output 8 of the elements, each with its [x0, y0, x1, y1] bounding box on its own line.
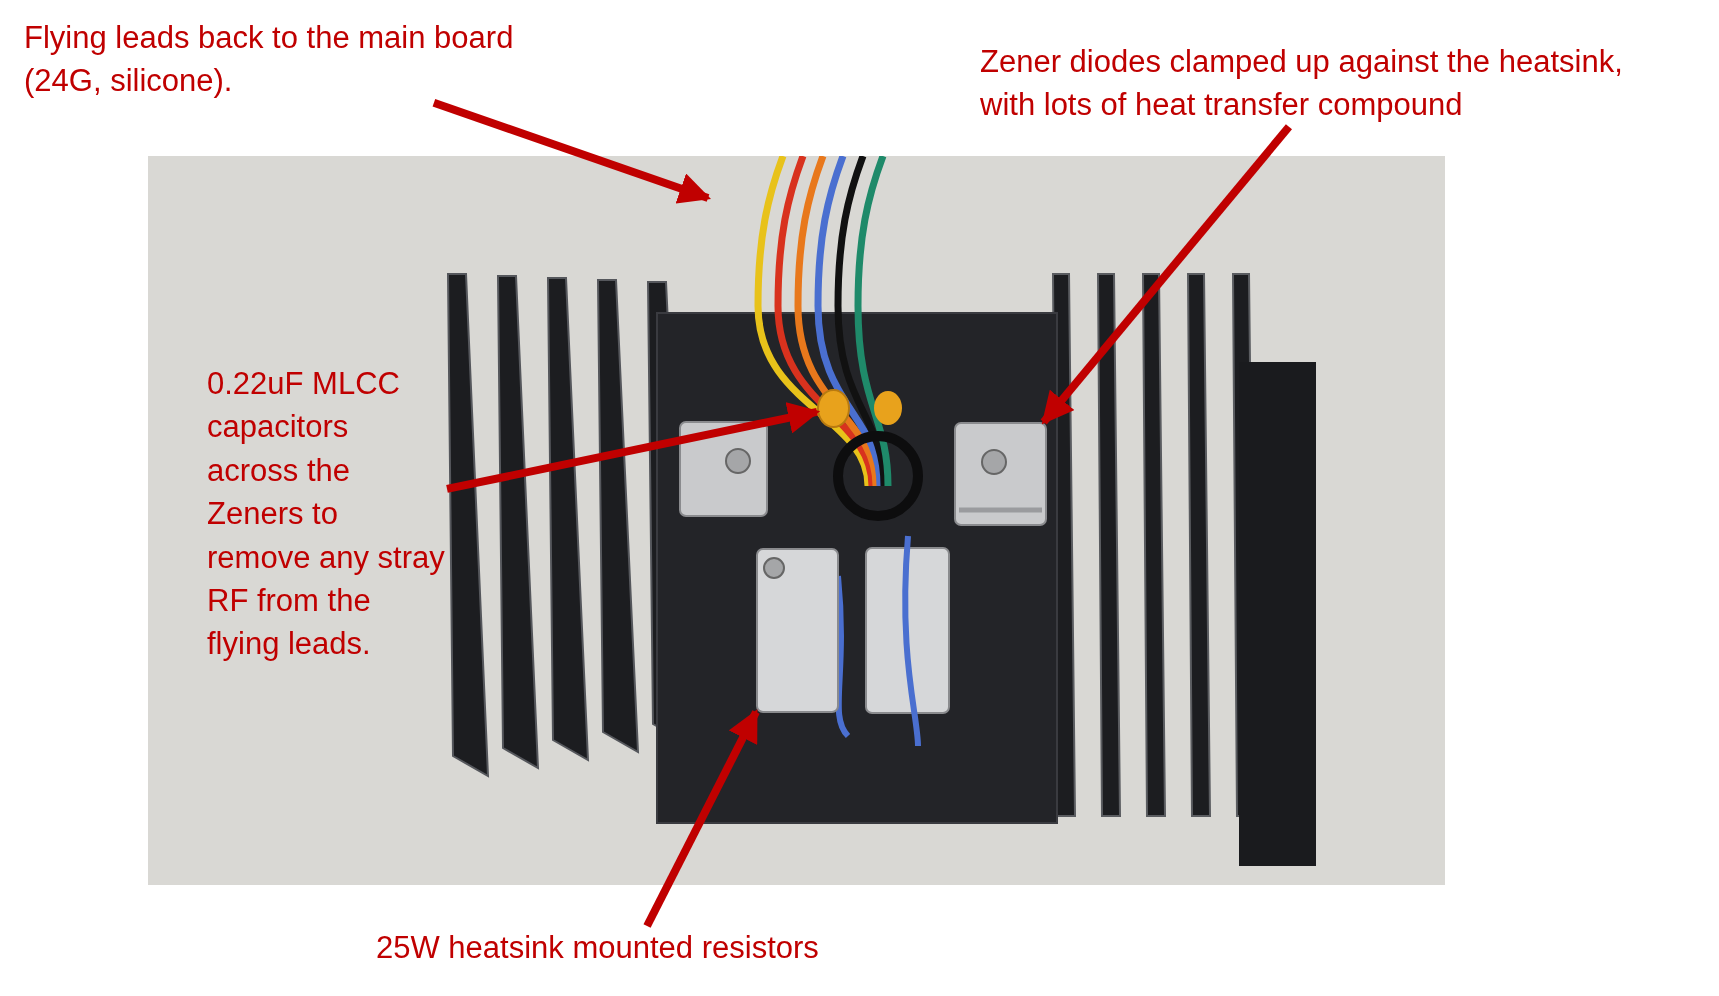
leader-arrow	[432, 99, 711, 204]
annotation-text: 25W heatsink mounted resistors	[376, 926, 896, 970]
annotation-text: Flying leads back to the main board (24G, silicone).	[24, 16, 594, 103]
photo-background	[148, 156, 1445, 885]
leader-arrow	[1040, 124, 1293, 425]
leader-arrow	[643, 709, 760, 928]
annotation-text: Zener diodes clamped up against the heatsink, with lots of heat transfer compound	[980, 40, 1670, 127]
annotation-text: 0.22uF MLCC capacitors across the Zeners to remove any stray RF from the flying leads.	[207, 362, 447, 666]
